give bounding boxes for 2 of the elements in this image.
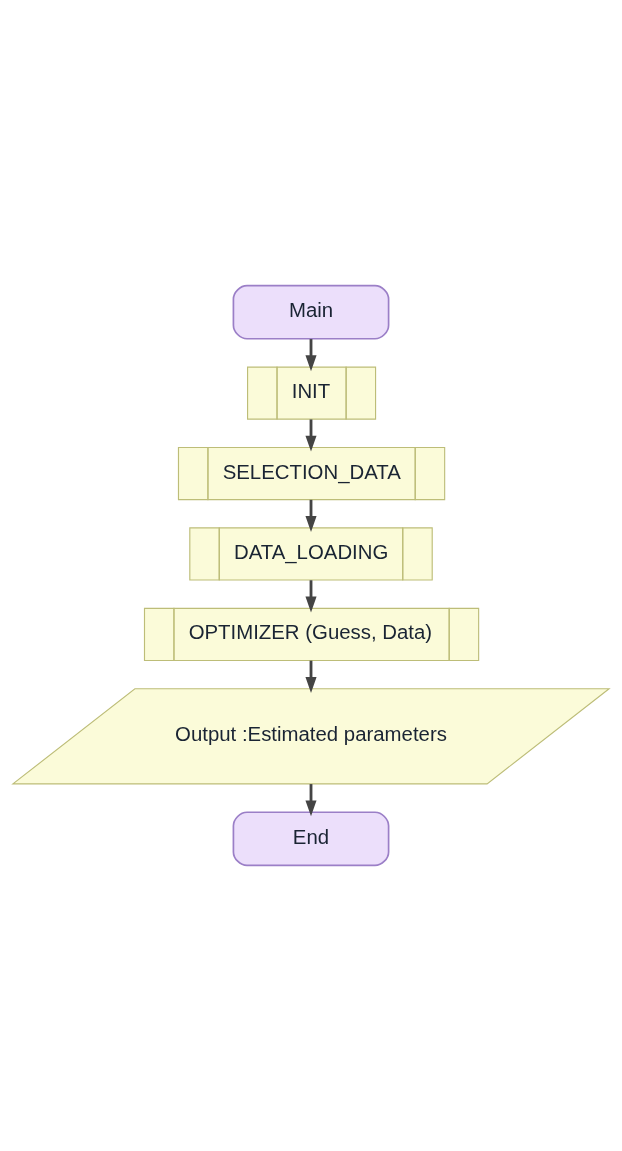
node-box: End — [232, 811, 390, 867]
node-box: Main — [232, 284, 390, 340]
